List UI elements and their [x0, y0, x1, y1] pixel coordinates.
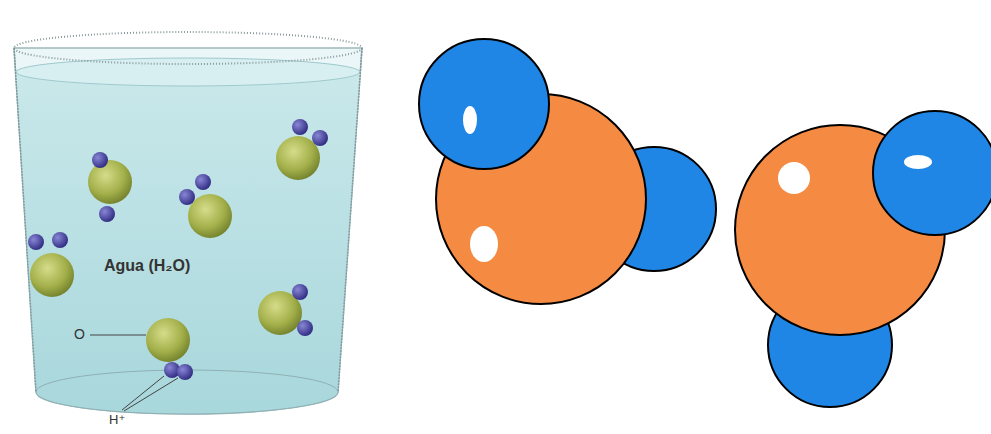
- water-molecules: [28, 119, 328, 380]
- part-label: O: [74, 326, 85, 342]
- highlight: [463, 106, 498, 262]
- beaker: [14, 32, 362, 414]
- water-molecule-model: [735, 111, 991, 407]
- title-label: Agua (H₂O): [104, 257, 190, 275]
- water-molecule-model: [419, 39, 716, 304]
- part-label: H⁺: [109, 412, 125, 427]
- leader-lines: [90, 335, 178, 411]
- highlight: [778, 155, 932, 194]
